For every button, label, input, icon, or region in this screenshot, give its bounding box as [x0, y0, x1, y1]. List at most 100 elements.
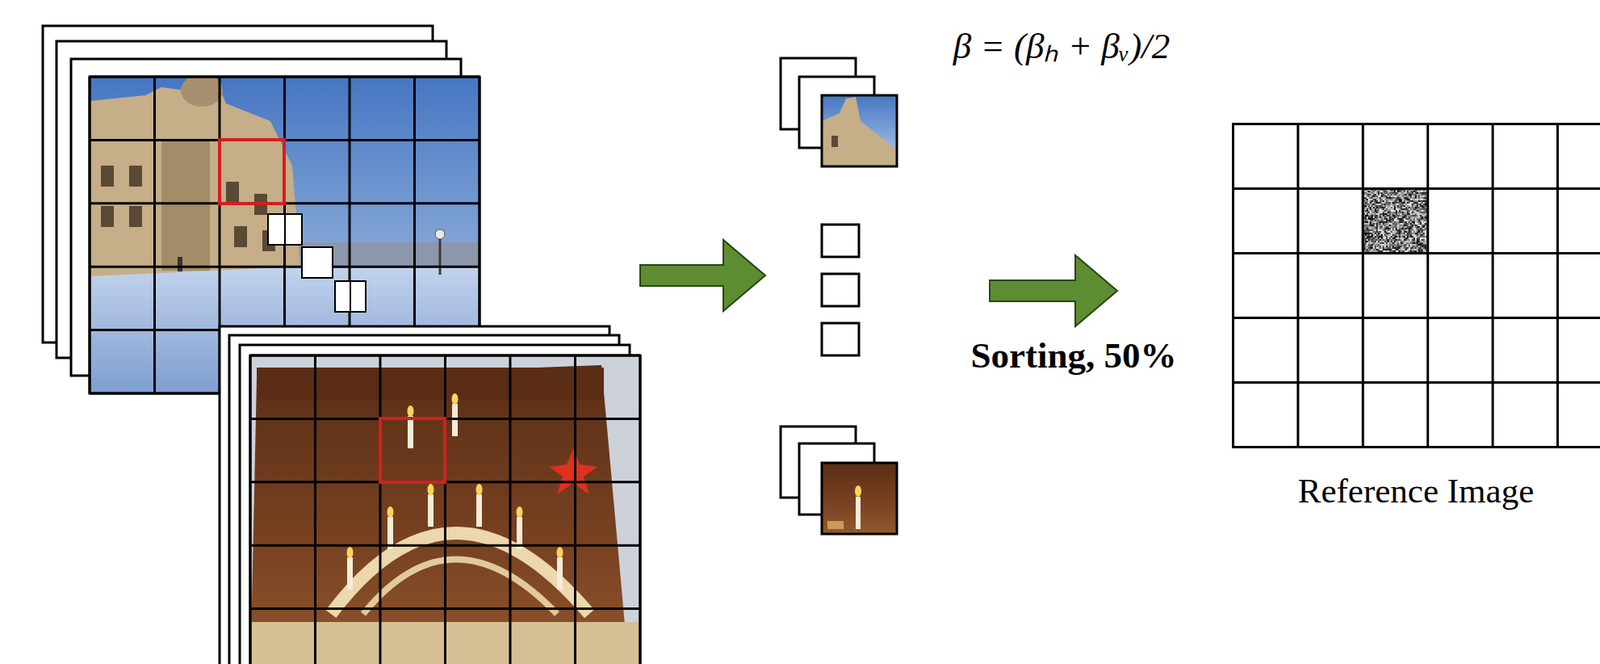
- noise-pixel: [1390, 230, 1393, 233]
- noise-pixel: [1386, 221, 1388, 223]
- noise-pixel: [1365, 234, 1367, 236]
- noise-pixel: [1411, 193, 1414, 196]
- noise-pixel: [1384, 206, 1387, 209]
- noise-pixel: [1394, 234, 1396, 236]
- noise-pixel: [1407, 235, 1409, 238]
- noise-pixel: [1381, 201, 1383, 204]
- noise-pixel: [1395, 240, 1398, 243]
- building: [89, 76, 301, 277]
- noise-pixel: [1408, 214, 1411, 217]
- noise-pixel: [1387, 200, 1390, 202]
- noise-pixel: [1379, 200, 1382, 202]
- noise-pixel: [1384, 240, 1387, 243]
- noise-pixel: [1419, 230, 1422, 233]
- noise-pixel: [1421, 235, 1424, 238]
- noise-pixel: [1365, 232, 1367, 235]
- noise-pixel: [1392, 214, 1395, 217]
- noise-pixel: [1398, 226, 1401, 228]
- noise-pixel: [1382, 205, 1385, 207]
- noise-pixel: [1384, 190, 1387, 193]
- noise-pixel: [1368, 208, 1370, 210]
- noise-pixel: [1411, 203, 1414, 206]
- noise-pixel: [1403, 195, 1406, 197]
- noise-pixel: [1365, 227, 1367, 230]
- noise-pixel: [1398, 243, 1401, 246]
- noise-pixel: [1411, 224, 1414, 227]
- noise-pixel: [1423, 234, 1425, 236]
- noise-pixel: [1394, 242, 1396, 244]
- small-patch: [821, 273, 859, 306]
- noise-pixel: [1394, 243, 1396, 246]
- noise-pixel: [1403, 232, 1406, 235]
- noise-pixel: [1395, 235, 1398, 238]
- noise-pixel: [1384, 245, 1387, 248]
- noise-pixel: [1410, 222, 1412, 225]
- noise-pixel: [1374, 230, 1377, 233]
- noise-pixel: [1398, 200, 1401, 202]
- noise-pixel: [1408, 195, 1411, 197]
- noise-pixel: [1387, 240, 1390, 243]
- noise-pixel: [1421, 198, 1424, 201]
- noise-pixel: [1386, 240, 1388, 243]
- noise-pixel: [1402, 214, 1404, 217]
- noise-pixel: [1373, 250, 1375, 252]
- noise-pixel: [1376, 235, 1379, 238]
- grid-line: [250, 607, 641, 610]
- noise-pixel: [1400, 234, 1403, 236]
- noise-pixel: [1387, 222, 1390, 225]
- noise-pixel: [1368, 196, 1370, 199]
- noise-pixel: [1373, 193, 1375, 196]
- noise-pixel: [1413, 240, 1416, 243]
- person: [177, 256, 183, 272]
- noise-pixel: [1395, 193, 1398, 196]
- noise-pixel: [1366, 245, 1369, 248]
- noise-pixel: [1376, 222, 1379, 225]
- noise-pixel: [1369, 232, 1372, 235]
- noise-pixel: [1398, 227, 1401, 230]
- noise-pixel: [1365, 209, 1367, 212]
- grid-line: [1231, 316, 1600, 319]
- noise-pixel: [1421, 211, 1424, 214]
- noise-pixel: [1394, 229, 1396, 231]
- noise-pixel: [1419, 237, 1422, 239]
- noise-pixel: [1374, 237, 1377, 239]
- noise-pixel: [1407, 243, 1409, 246]
- noise-pixel: [1400, 200, 1403, 202]
- noise-pixel: [1407, 205, 1409, 207]
- noise-pixel: [1418, 209, 1420, 212]
- candle: [347, 557, 353, 590]
- noise-pixel: [1369, 193, 1372, 196]
- noise-pixel: [1419, 229, 1422, 231]
- noise-pixel: [1400, 226, 1403, 228]
- noise-pixel: [1413, 243, 1416, 246]
- noise-pixel: [1392, 208, 1395, 210]
- noise-pixel: [1416, 196, 1419, 199]
- noise-pixel: [1405, 240, 1408, 243]
- noise-pixel: [1382, 222, 1385, 225]
- noise-pixel: [1407, 230, 1409, 233]
- noise-pixel: [1382, 190, 1385, 193]
- grid-line: [1231, 381, 1600, 384]
- noise-pixel: [1402, 237, 1404, 239]
- noise-pixel: [1411, 226, 1414, 228]
- noise-pixel: [1407, 203, 1409, 206]
- grid-line: [1296, 124, 1299, 447]
- noise-pixel: [1386, 193, 1388, 196]
- noise-pixel: [1389, 216, 1391, 218]
- noise-pixel: [1405, 205, 1408, 207]
- noise-pixel: [1402, 217, 1404, 220]
- noise-pixel: [1408, 229, 1411, 231]
- noise-pixel: [1424, 240, 1427, 243]
- chest: [250, 364, 630, 664]
- noise-pixel: [1398, 190, 1401, 193]
- candle: [407, 415, 414, 449]
- noise-pixel: [1366, 190, 1369, 193]
- grid-line: [1491, 124, 1495, 447]
- noise-pixel: [1379, 193, 1382, 196]
- noise-pixel: [1398, 242, 1401, 244]
- noise-pixel: [1423, 195, 1425, 197]
- step-label: Sorting, 50%: [970, 334, 1177, 377]
- noise-pixel: [1397, 196, 1399, 199]
- noise-pixel: [1394, 211, 1396, 214]
- noise-pixel: [1403, 211, 1406, 214]
